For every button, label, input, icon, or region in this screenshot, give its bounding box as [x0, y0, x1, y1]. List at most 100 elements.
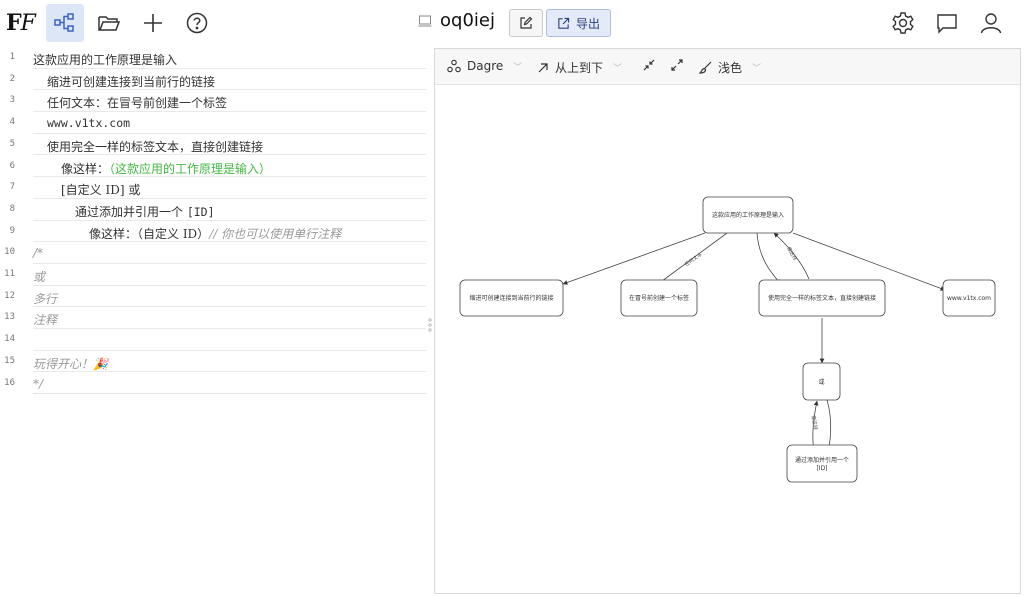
graph-node-www[interactable]: www.v1tx.com — [942, 279, 996, 317]
export-button[interactable]: 导出 — [546, 9, 611, 37]
layout-label: Dagre — [467, 59, 504, 73]
editor-line[interactable]: 14 — [0, 329, 428, 351]
expand-button[interactable] — [671, 59, 683, 71]
graph-edges — [562, 232, 946, 458]
edge-label: 任何文本 — [683, 251, 703, 268]
line-number: 6 — [9, 160, 15, 171]
node-label: 缩进可创建连接到当前行的链接 — [469, 294, 553, 302]
line-text: 像这样： — [61, 161, 110, 176]
graph-node-indent[interactable]: 缩进可创建连接到当前行的链接 — [459, 279, 564, 317]
brush-icon — [699, 61, 712, 74]
edit-button[interactable] — [509, 9, 543, 37]
expand-icon — [671, 59, 683, 71]
line-text: */ — [33, 376, 44, 391]
graph-toolbar: Dagre ﹀ 从上到下 ﹀ 浅色 ﹀ — [435, 49, 1020, 85]
editor-line[interactable]: 2 缩进可创建连接到当前行的链接 — [0, 69, 428, 91]
shrink-button[interactable] — [643, 59, 655, 71]
graph-node-same[interactable]: 使用完全一样的标签文本，直接创建链接 — [758, 279, 886, 317]
edge-label: 像这样 — [785, 245, 799, 262]
editor-line[interactable]: 8 通过添加并引用一个 [ID] — [0, 199, 428, 221]
line-number: 1 — [9, 52, 15, 62]
editor-line[interactable]: 9 像这样：（自定义 ID）// 你也可以使用单行注释 — [0, 221, 428, 243]
graph-node-or[interactable]: 或 — [802, 362, 841, 401]
editor-line[interactable]: 6 像这样：（这款应用的工作原理是输入） — [0, 156, 428, 178]
chevron-down-icon: ﹀ — [613, 64, 623, 74]
line-number: 4 — [9, 117, 15, 128]
line-text: 玩得开心！🎉 — [33, 356, 108, 371]
line-text: www.v1tx.com — [47, 116, 131, 131]
edge-same-root — [773, 232, 810, 280]
editor-line[interactable]: 7 [自定义 ID] 或 — [0, 177, 428, 199]
chevron-down-icon: ﹀ — [513, 62, 523, 73]
line-number: 14 — [4, 334, 15, 345]
node-label: 或 — [818, 378, 824, 386]
line-text: 或 — [33, 270, 46, 284]
editor-line[interactable]: 3 任何文本：在冒号前创建一个标签 — [0, 90, 428, 113]
line-number: 13 — [4, 312, 15, 323]
layout-select[interactable]: Dagre ﹀ — [447, 59, 522, 73]
user-icon — [980, 13, 1002, 34]
line-number: 8 — [9, 203, 15, 214]
graph-node-ref[interactable]: 通过添加并引用一个 [ID] — [786, 444, 858, 483]
app-logo[interactable]: FF — [6, 10, 36, 36]
edge-root-www — [792, 232, 946, 291]
editor-line[interactable]: 5 使用完全一样的标签文本，直接创建链接 — [0, 134, 428, 156]
line-number: 5 — [9, 138, 15, 149]
document-title[interactable]: oq0iej — [418, 10, 495, 31]
new-file-button[interactable] — [134, 4, 172, 42]
line-number: 12 — [4, 290, 15, 301]
settings-icon — [892, 12, 914, 34]
code-editor[interactable]: 1 这款应用的工作原理是输入 2 缩进可创建连接到当前行的链接 3 任何文本：在… — [0, 47, 428, 596]
graph-node-label[interactable]: 在冒号前创建一个标签 — [620, 279, 698, 317]
node-label: 这款应用的工作原理是输入 — [712, 211, 784, 219]
editor-line[interactable]: 16 */ — [0, 373, 428, 395]
direction-select[interactable]: 从上到下 ﹀ — [537, 59, 622, 76]
settings-button[interactable] — [884, 4, 922, 42]
line-number: 2 — [9, 73, 15, 84]
line-number: 15 — [4, 355, 15, 366]
line-text: [自定义 ID] 或 — [61, 183, 141, 198]
line-text: 使用完全一样的标签文本，直接创建链接 — [47, 139, 264, 154]
edge-root-label — [657, 232, 728, 285]
node-label: [ID] — [816, 465, 827, 472]
graph-view-button[interactable] — [46, 4, 84, 42]
line-number: 3 — [9, 95, 15, 106]
export-label: 导出 — [575, 16, 600, 31]
document-icon — [418, 15, 432, 26]
comment-text: // 你也可以使用单行注释 — [209, 226, 342, 241]
open-file-button[interactable] — [90, 4, 128, 42]
folder-open-icon — [98, 16, 121, 31]
line-text: /* — [33, 246, 44, 261]
help-icon — [186, 12, 208, 34]
editor-line[interactable]: 12 多行 — [0, 286, 428, 308]
line-number: 7 — [9, 182, 15, 193]
editor-line[interactable]: 1 这款应用的工作原理是输入 — [0, 47, 428, 69]
arrow-up-right-icon — [538, 62, 548, 72]
help-button[interactable] — [178, 4, 216, 42]
edge-label: 像这样 — [810, 415, 820, 431]
editor-line[interactable]: 15 玩得开心！🎉 — [0, 351, 428, 373]
node-label: www.v1tx.com — [947, 295, 991, 302]
share-icon — [558, 17, 570, 29]
theme-select[interactable]: 浅色 ﹀ — [699, 59, 761, 76]
account-button[interactable] — [972, 4, 1010, 42]
resize-handle[interactable] — [428, 318, 432, 332]
id-reference-text: [ID] — [186, 204, 215, 219]
graph-icon — [54, 13, 74, 32]
editor-line[interactable]: 10 /* — [0, 242, 428, 264]
editor-line[interactable]: 13 注释 — [0, 307, 428, 330]
chevron-down-icon: ﹀ — [752, 64, 762, 74]
line-text: 多行 — [33, 291, 58, 306]
flowchart-graph[interactable]: 任何文本 像这样 像这样 这款应用的工作原理是输入 缩进可创建连接到当前行的链接… — [435, 85, 1020, 593]
feedback-button[interactable] — [928, 4, 966, 42]
layout-icon — [447, 59, 461, 73]
editor-line[interactable]: 4 www.v1tx.com — [0, 112, 428, 134]
node-label: 使用完全一样的标签文本，直接创建链接 — [768, 294, 876, 302]
plus-icon — [144, 14, 162, 32]
editor-line[interactable]: 11 或 — [0, 264, 428, 286]
line-text: 任何文本：在冒号前创建一个标签 — [47, 96, 228, 111]
graph-node-root[interactable]: 这款应用的工作原理是输入 — [702, 196, 794, 234]
chat-icon — [937, 14, 957, 34]
node-label: 在冒号前创建一个标签 — [629, 294, 689, 302]
line-text: 这款应用的工作原理是输入 — [33, 53, 178, 67]
